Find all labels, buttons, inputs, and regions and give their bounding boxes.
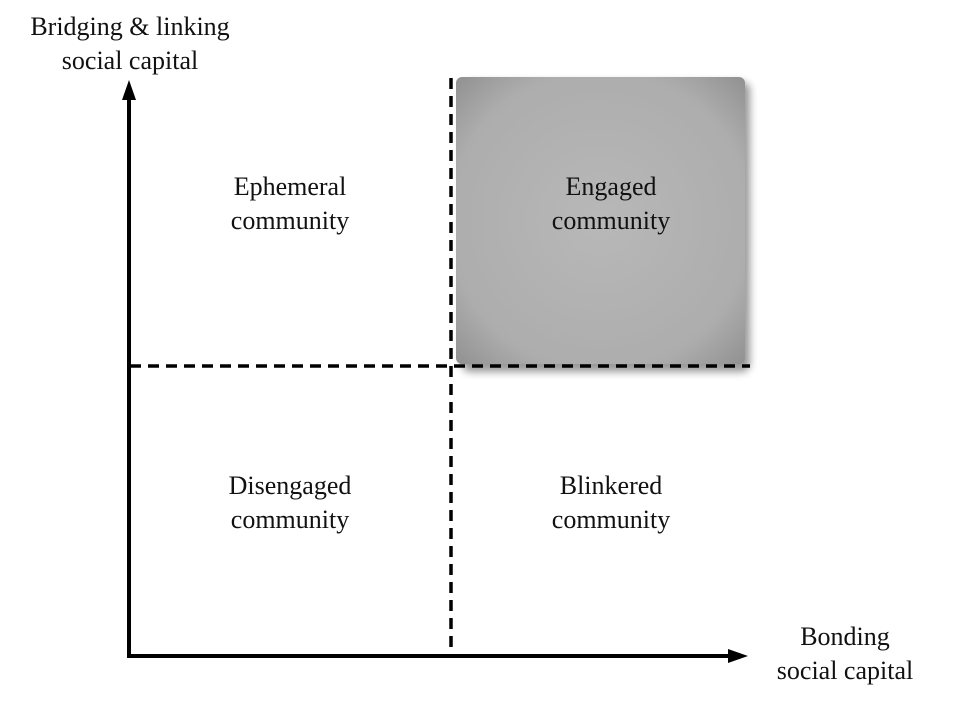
quadrant-label-engaged: Engaged community (551, 172, 671, 235)
x-axis-arrowhead (728, 649, 748, 663)
engaged-quadrant-box (456, 77, 745, 364)
quadrant-label-blinkered: Blinkered community (551, 471, 671, 534)
y-axis-label: Bridging & linking social capital (30, 12, 230, 75)
x-axis-label: Bonding social capital (776, 622, 914, 685)
quadrant-label-ephemeral: Ephemeral community (230, 172, 350, 235)
quadrant-label-disengaged: Disengaged community (228, 471, 352, 534)
y-axis-arrowhead (122, 80, 136, 100)
